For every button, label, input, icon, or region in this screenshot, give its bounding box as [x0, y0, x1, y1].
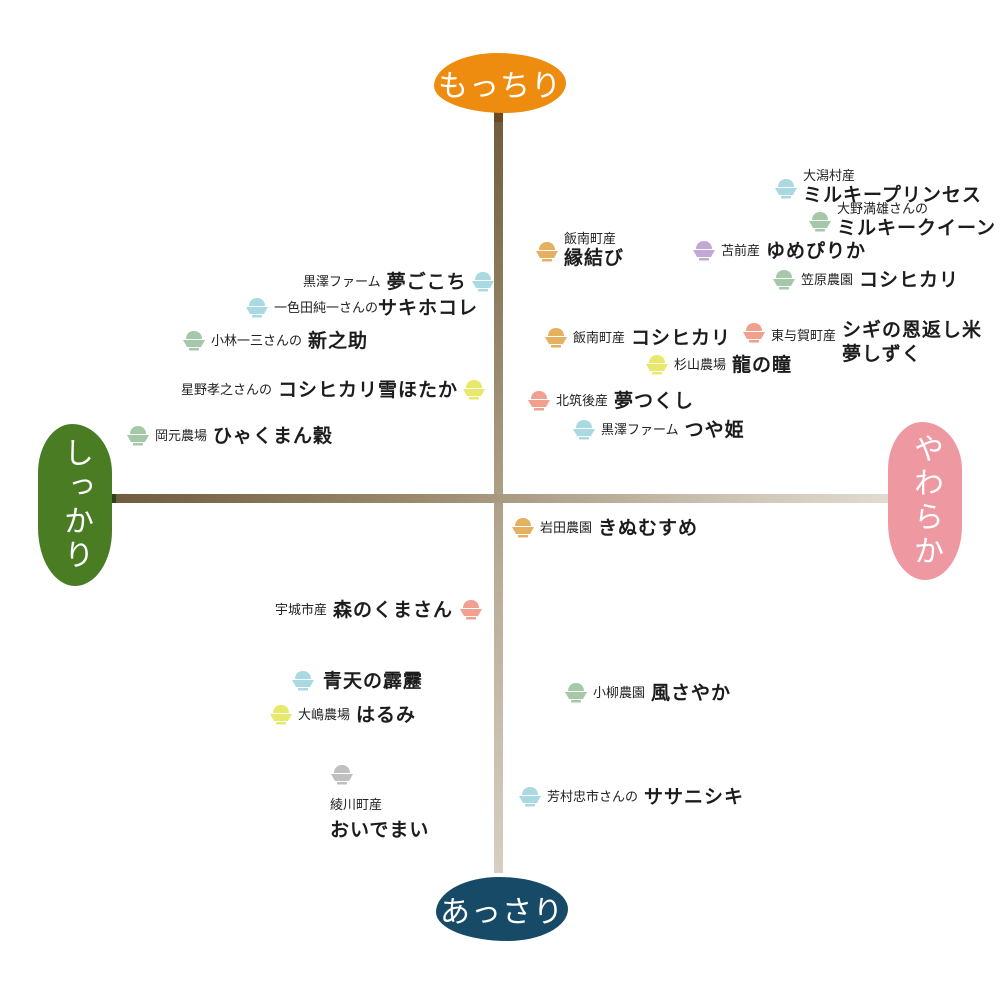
- rice-item-yukihotaka: 星野孝之さんの コシヒカリ雪ほたか: [176, 375, 486, 402]
- item-origin: 小林一三さんの: [211, 334, 303, 349]
- item-name: 夢つくし: [614, 390, 695, 412]
- rice-item-yumeshizuku: 東与賀町産 シギの恩返し米 夢しずく: [742, 319, 983, 366]
- rice-bowl-icon: [462, 377, 486, 401]
- item-origin: 大潟村産: [803, 169, 856, 184]
- item-origin: 飯南町産: [573, 331, 626, 346]
- rice-bowl-icon: [182, 328, 206, 352]
- item-name: 森のくまさん: [333, 599, 454, 621]
- rice-item-seitennohekireki: 青天の霹靂: [291, 666, 423, 693]
- item-name: ゆめぴりか: [766, 240, 867, 262]
- rice-bowl-icon: [808, 209, 832, 233]
- item-origin: 一色田純一さんの: [274, 301, 379, 316]
- item-name: ミルキークイーン: [837, 216, 997, 239]
- rice-bowl-icon: [572, 417, 596, 441]
- rice-item-milky-princess: 大潟村産 ミルキープリンセス: [774, 169, 982, 207]
- item-name: きぬむすめ: [598, 517, 699, 539]
- rice-item-enmusubi: 飯南町産 縁結び: [535, 232, 625, 270]
- item-name: 縁結び: [564, 246, 625, 269]
- item-name: 夢ごこち: [386, 271, 467, 293]
- axis-badge-assari: あっさり: [436, 877, 568, 941]
- rice-bowl-icon: [564, 680, 588, 704]
- rice-item-morinokumasan: 宇城市産 森のくまさん: [270, 595, 483, 622]
- rice-item-ryunohitomi: 杉山農場 龍の瞳: [645, 350, 792, 377]
- rice-item-sakihokore: 一色田純一さんの サキホコレ: [245, 293, 478, 320]
- rice-bowl-icon: [269, 702, 293, 726]
- rice-item-koshihikari-kasahara: 笠原農園 コシヒカリ: [772, 265, 959, 292]
- item-origin: 綾川町産: [330, 798, 383, 813]
- item-origin: 東与賀町産: [771, 329, 837, 344]
- item-name: コシヒカリ: [859, 269, 960, 291]
- rice-bowl-icon: [645, 352, 669, 376]
- item-name: はるみ: [356, 704, 417, 726]
- item-origin: 岩田農園: [540, 521, 593, 536]
- rice-item-sasanishiki: 芳村忠市さんの ササニシキ: [518, 782, 744, 809]
- item-name: 風さやか: [651, 682, 732, 704]
- rice-item-shinnosuke: 小林一三さんの 新之助: [182, 326, 368, 353]
- item-origin: 北筑後産: [556, 394, 609, 409]
- item-origin: 星野孝之さんの: [181, 383, 273, 398]
- item-name: サキホコレ: [378, 297, 479, 319]
- item-name: 青天の霹靂: [323, 670, 424, 692]
- rice-item-yumegokochi: 黒澤ファーム 夢ごこち: [298, 267, 495, 294]
- rice-bowl-icon: [245, 295, 269, 319]
- rice-item-oidemai: 綾川町産 おいでまい: [330, 762, 429, 842]
- rice-item-milky-queen: 大野満雄さんの ミルキークイーン: [808, 202, 997, 240]
- rice-bowl-icon: [126, 423, 150, 447]
- rice-bowl-icon: [527, 388, 551, 412]
- item-origin: 杉山農場: [674, 358, 727, 373]
- rice-bowl-icon: [511, 515, 535, 539]
- rice-bowl-icon: [535, 239, 559, 263]
- item-name: 新之助: [308, 330, 369, 352]
- item-name: シギの恩返し米: [842, 319, 983, 341]
- rice-item-hyakumangoku: 岡元農場 ひゃくまん穀: [126, 421, 333, 448]
- item-origin: 飯南町産: [564, 232, 617, 247]
- item-name: つや姫: [684, 419, 745, 441]
- rice-bowl-icon: [518, 784, 542, 808]
- item-origin: 宇城市産: [275, 603, 328, 618]
- item-name: 龍の瞳: [732, 354, 793, 376]
- item-origin: 大嶋農場: [298, 708, 351, 723]
- vertical-axis: [494, 108, 503, 873]
- item-name: コシヒカリ: [631, 327, 732, 349]
- axis-badge-mocchiri: もっちり: [434, 53, 566, 113]
- rice-item-kinumusume: 岩田農園 きぬむすめ: [511, 513, 698, 540]
- rice-bowl-icon: [330, 762, 354, 786]
- rice-bowl-icon: [772, 267, 796, 291]
- rice-item-yumetsukushi: 北筑後産 夢つくし: [527, 386, 694, 413]
- item-origin: 大野満雄さんの: [837, 202, 929, 217]
- axis-badge-shikkari: しっかり: [38, 424, 112, 586]
- horizontal-axis: [100, 494, 900, 503]
- rice-item-koshihikari-iinan: 飯南町産 コシヒカリ: [544, 323, 731, 350]
- item-name: ミルキープリンセス: [803, 183, 982, 206]
- axis-badge-yawaraka: やわらか: [888, 422, 962, 580]
- item-origin: 苫前産: [721, 244, 761, 259]
- rice-bowl-icon: [544, 325, 568, 349]
- rice-bowl-icon: [291, 668, 315, 692]
- vertical-axis-cap: [494, 108, 503, 122]
- item-origin: 黒澤ファーム: [601, 423, 679, 438]
- item-name: ササニシキ: [644, 786, 745, 808]
- rice-bowl-icon: [459, 597, 483, 621]
- rice-item-kazesayaka: 小柳農園 風さやか: [564, 678, 731, 705]
- rice-item-yumepirika: 苫前産 ゆめぴりか: [692, 236, 866, 263]
- item-name: コシヒカリ雪ほたか: [278, 379, 459, 401]
- item-name: ひゃくまん穀: [213, 425, 334, 447]
- item-origin: 笠原農園: [801, 273, 854, 288]
- item-origin: 芳村忠市さんの: [547, 790, 639, 805]
- item-name-line2: 夢しずく: [842, 342, 922, 365]
- rice-bowl-icon: [692, 238, 716, 262]
- rice-item-tsuyahime: 黒澤ファーム つや姫: [572, 415, 745, 442]
- item-origin: 小柳農園: [593, 686, 646, 701]
- rice-bowl-icon: [742, 320, 766, 344]
- item-origin: 黒澤ファーム: [303, 275, 381, 290]
- rice-bowl-icon: [774, 176, 798, 200]
- item-origin: 岡元農場: [155, 429, 208, 444]
- rice-bowl-icon: [471, 269, 495, 293]
- rice-item-harumi: 大嶋農場 はるみ: [269, 700, 416, 727]
- item-name: おいでまい: [330, 819, 430, 841]
